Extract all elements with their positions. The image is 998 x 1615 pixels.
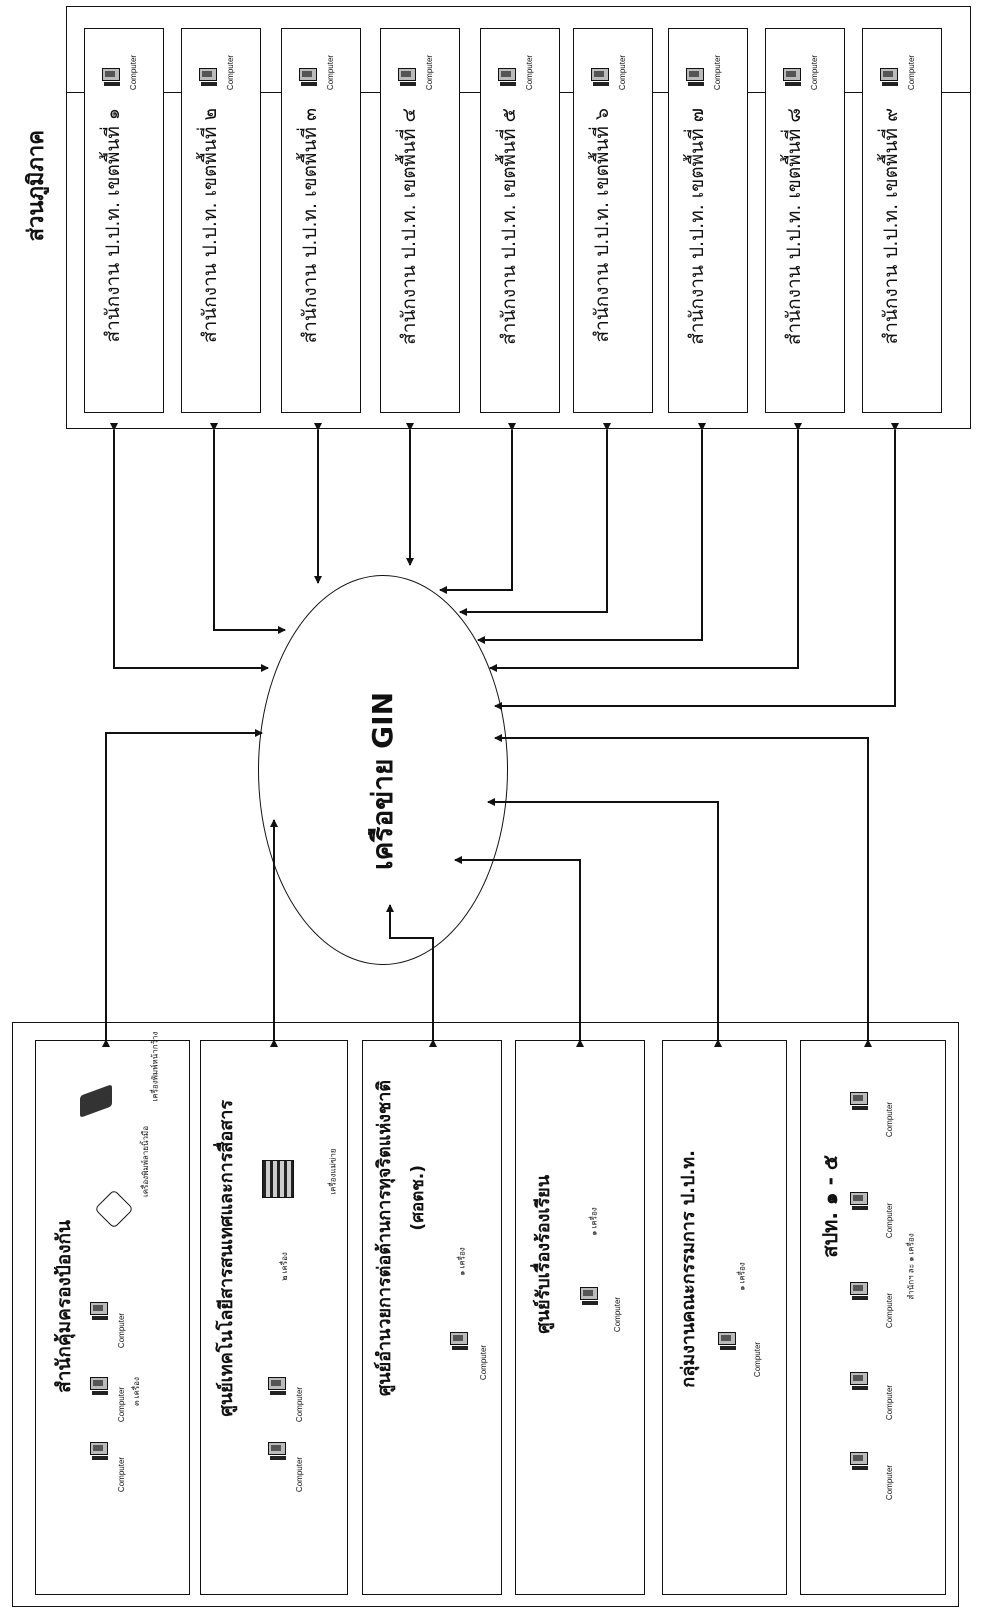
unit-sptt-count: สำนักฯ ละ ๑ เครื่อง [906,1233,916,1300]
computer-caption: Computer [885,1101,895,1138]
computer-caption: Computer [479,1344,489,1381]
computer-icon [398,66,420,86]
unit-protection-title: สำนักคุ้มครองป้องกัน [53,1220,75,1393]
computer-caption: Computer [117,1386,127,1423]
computer-caption: Computer [129,54,139,91]
unit-acc-title: ศูนย์อำนวยการต่อต้านการทุจริตแห่งชาติ [374,1080,395,1397]
regional-office-label: สำนักงาน ป.ป.ท. เขตพื้นที่ ๗ [686,108,708,345]
regional-office-label: สำนักงาน ป.ป.ท. เขตพื้นที่ ๙ [880,108,902,345]
unit-acc-count: ๑ เครื่อง [457,1247,467,1276]
computer-caption: Computer [326,54,336,91]
unit-acc [362,1040,502,1595]
computer-icon [102,66,124,86]
regional-office-9 [862,28,942,413]
unit-committee [662,1040,787,1595]
unit-complaint-count: ๑ เครื่อง [589,1207,599,1236]
unit-protection [35,1040,190,1595]
connector-arrow [102,729,263,1047]
computer-caption: Computer [117,1312,127,1349]
computer-caption: Computer [295,1456,305,1493]
unit-acc-subtitle: (ศอตช.) [408,1165,428,1231]
connector-arrow [110,423,269,672]
regional-office-2 [181,28,261,413]
computer-caption: Computer [753,1341,763,1378]
computer-icon [450,1330,472,1350]
computer-icon [90,1440,112,1460]
computer-caption: Computer [713,54,723,91]
regional-office-3 [281,28,361,413]
computer-icon [268,1440,290,1460]
connector-arrow [487,798,722,1047]
connector-arrow [477,423,706,644]
fingerprint-caption: เครื่องพิมพ์ลายนิ้วมือ [141,1125,151,1198]
regional-office-6 [573,28,653,413]
computer-caption: Computer [425,54,435,91]
computer-icon [850,1280,872,1300]
unit-sptt-title: สปท. ๑ - ๕ [818,1155,842,1258]
computer-icon [268,1375,290,1395]
regional-office-5 [480,28,560,413]
server-caption: เครื่องแม่ข่าย [328,1148,338,1195]
computer-caption: Computer [618,54,628,91]
connector-arrow [494,423,899,710]
computer-caption: Computer [117,1456,127,1493]
unit-committee-count: ๑ เครื่อง [737,1262,747,1291]
computer-caption: Computer [295,1386,305,1423]
computer-icon [90,1300,112,1320]
connector-arrow [459,423,611,616]
computer-caption: Computer [885,1464,895,1501]
computer-icon [850,1450,872,1470]
regional-office-label: สำนักงาน ป.ป.ท. เขตพื้นที่ ๕ [498,108,520,345]
regional-office-label: สำนักงาน ป.ป.ท. เขตพื้นที่ ๒ [199,108,221,343]
computer-icon [199,66,221,86]
computer-icon [850,1190,872,1210]
connector-arrow [494,734,872,1047]
regional-office-8 [765,28,845,413]
computer-icon [850,1090,872,1110]
connector-arrow [210,423,286,634]
computer-icon [299,66,321,86]
regional-office-label: สำนักงาน ป.ป.ท. เขตพื้นที่ ๓ [299,108,321,344]
unit-complaint-title: ศูนย์รับเรื่องร้องเรียน [533,1175,554,1334]
computer-caption: Computer [613,1296,623,1333]
computer-icon [591,66,613,86]
regional-office-label: สำนักงาน ป.ป.ท. เขตพื้นที่ ๘ [783,108,805,346]
regional-office-1 [84,28,164,413]
regional-office-4 [380,28,460,413]
unit-ict [200,1040,348,1595]
server-icon [262,1160,294,1198]
computer-icon [90,1375,112,1395]
computer-caption: Computer [907,54,917,91]
computer-icon [783,66,805,86]
computer-icon [718,1330,740,1350]
unit-sptt [800,1040,946,1595]
regional-office-label: สำนักงาน ป.ป.ท. เขตพื้นที่ ๖ [591,108,613,343]
plotter-caption: เครื่องพิมพ์หน้ากว้าง [150,1031,160,1102]
connector-arrow [439,423,516,594]
computer-icon [880,66,902,86]
computer-caption: Computer [810,54,820,91]
gin-network-label: เครือข่าย GIN [366,691,399,870]
computer-caption: Computer [885,1202,895,1239]
unit-ict-count: ๒ เครื่อง [279,1252,289,1281]
connector-arrow [489,423,802,672]
computer-caption: Computer [226,54,236,91]
computer-icon [498,66,520,86]
computer-icon [580,1285,602,1305]
computer-icon [686,66,708,86]
unit-protection-count: ๓ เครื่อง [131,1377,141,1406]
regional-office-7 [668,28,748,413]
regional-office-label: สำนักงาน ป.ป.ท. เขตพื้นที่ ๑ [102,108,124,343]
computer-caption: Computer [885,1384,895,1421]
computer-caption: Computer [885,1292,895,1329]
unit-committee-title: กลุ่มงานคณะกรรมการ ป.ป.ท. [678,1150,699,1388]
regional-title: ส่วนภูมิภาค [24,130,49,242]
unit-complaint [515,1040,645,1595]
regional-office-label: สำนักงาน ป.ป.ท. เขตพื้นที่ ๔ [398,108,420,345]
computer-caption: Computer [525,54,535,91]
computer-icon [850,1370,872,1390]
unit-ict-title: ศูนย์เทคโนโลยีสารสนเทศและการสื่อสาร [216,1100,237,1417]
